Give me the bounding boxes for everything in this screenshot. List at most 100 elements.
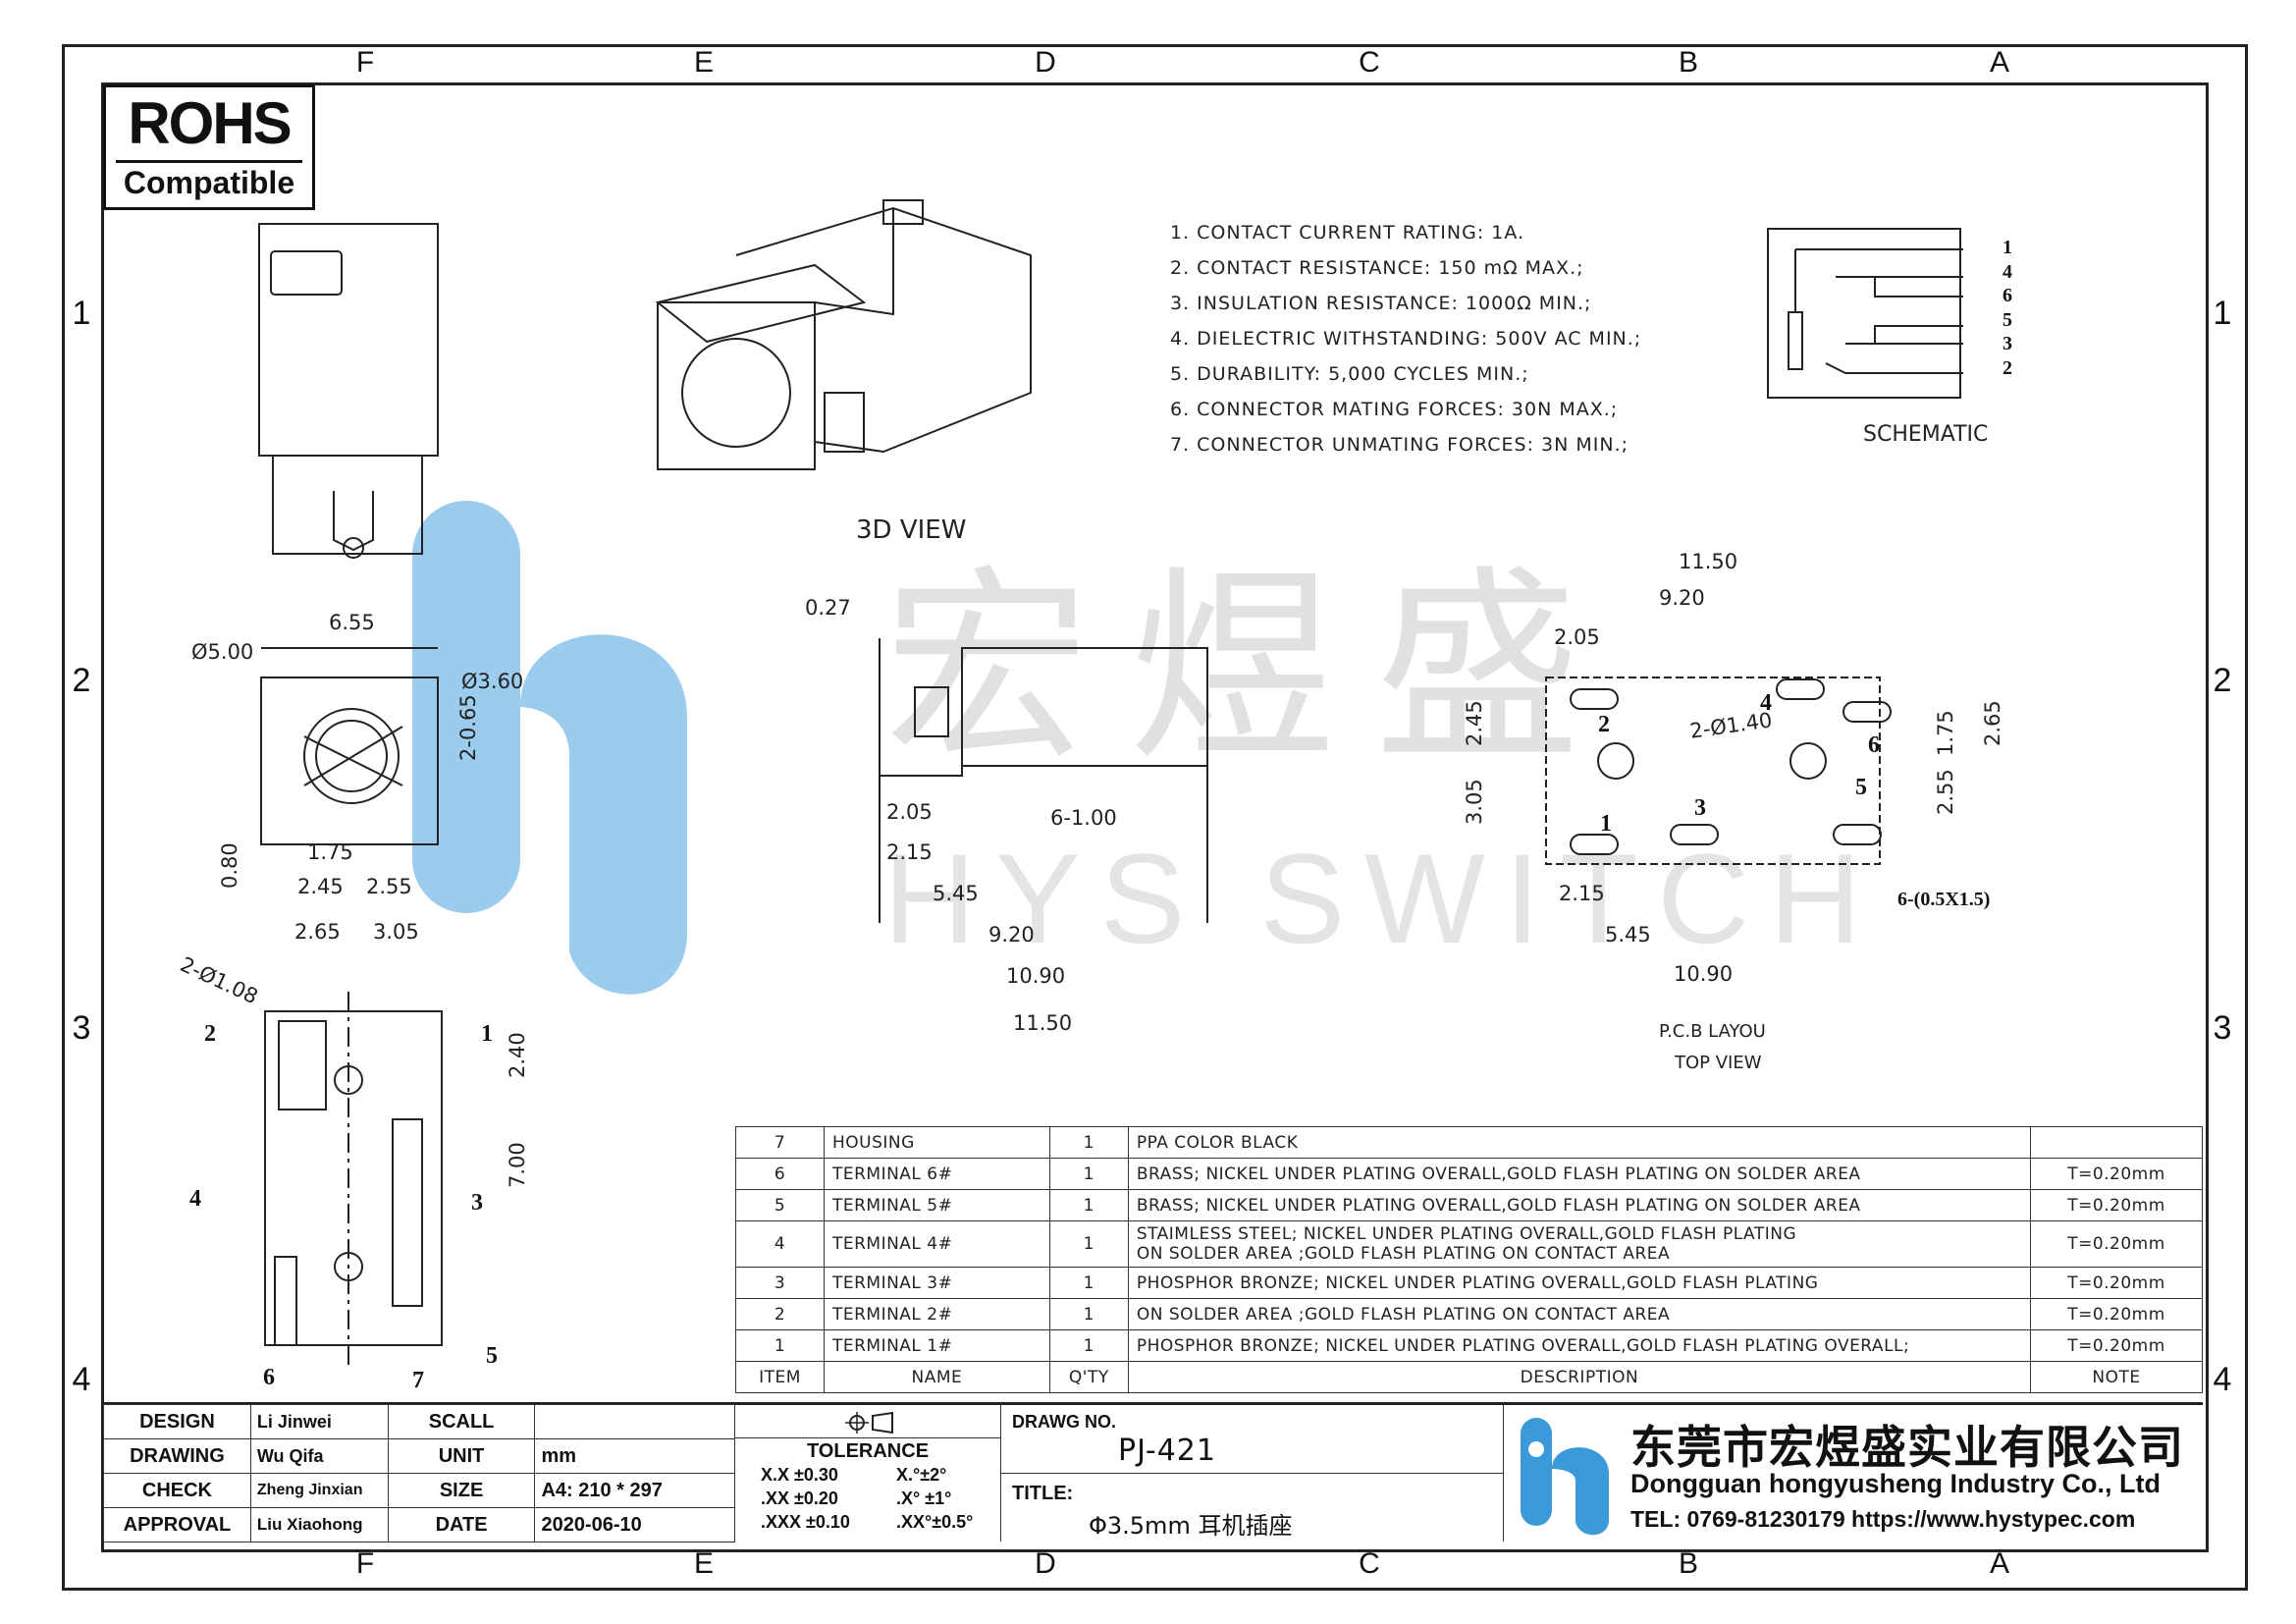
zone-bottom-d: D bbox=[1035, 1547, 1056, 1580]
bottom-pin-label: 7 bbox=[412, 1368, 424, 1393]
bom-item: 6 bbox=[735, 1158, 825, 1190]
bom-qty: 1 bbox=[1048, 1329, 1129, 1362]
tolerance-value: X.X ±0.30 bbox=[761, 1465, 838, 1485]
bom-item: 7 bbox=[735, 1126, 825, 1159]
zone-bottom-e: E bbox=[693, 1547, 714, 1580]
dim-front-d3: 2-0.65 bbox=[456, 694, 480, 761]
dim-bottom-h2: 7.00 bbox=[506, 1142, 529, 1188]
titleblock-divider bbox=[101, 1402, 2203, 1405]
bom-header-qty: Q'TY bbox=[1048, 1361, 1129, 1393]
spec-item: 1. CONTACT CURRENT RATING: 1A. bbox=[1170, 222, 1525, 244]
dim-side-c: 6-1.00 bbox=[1050, 806, 1117, 830]
bom-qty: 1 bbox=[1048, 1189, 1129, 1221]
schematic-diagram bbox=[1767, 228, 1963, 399]
spec-item: 2. CONTACT RESISTANCE: 150 mΩ MAX.; bbox=[1170, 257, 1584, 279]
bom-desc: PHOSPHOR BRONZE; NICKEL UNDER PLATING OV… bbox=[1127, 1329, 2032, 1362]
rohs-badge: ROHS Compatible bbox=[103, 84, 315, 210]
dim-front-d2: Ø3.60 bbox=[461, 670, 524, 693]
tolerance-value: .XX ±0.20 bbox=[761, 1489, 838, 1508]
tolerance-value: .XX°±0.5° bbox=[896, 1512, 974, 1532]
tb-label: DESIGN bbox=[103, 1404, 251, 1439]
dim-side-g: 11.50 bbox=[1013, 1011, 1073, 1035]
bom-header-row: ITEM NAME Q'TY DESCRIPTION NOTE bbox=[735, 1361, 2203, 1393]
zone-right-4: 4 bbox=[2213, 1361, 2232, 1398]
tb-value: A4: 210 * 297 bbox=[534, 1473, 735, 1508]
dim-pcb-g: 1.75 bbox=[1934, 710, 1957, 756]
company-name-cn: 东莞市宏煜盛实业有限公司 bbox=[1630, 1421, 2184, 1474]
bottom-pin-label: 3 bbox=[471, 1190, 483, 1216]
dim-pcb-i: 2.55 bbox=[1934, 769, 1957, 815]
tb-person: Liu Xiaohong bbox=[249, 1507, 389, 1543]
tb-key: DATE bbox=[387, 1507, 536, 1543]
schematic-pin-label: 1 bbox=[2002, 237, 2012, 258]
bom-item: 4 bbox=[735, 1220, 825, 1268]
zone-bottom-f: F bbox=[355, 1547, 375, 1580]
top-view-label: TOP VIEW bbox=[1675, 1053, 1762, 1073]
tb-value: mm bbox=[534, 1438, 735, 1474]
zone-left-1: 1 bbox=[72, 295, 91, 332]
specification-list: 1. CONTACT CURRENT RATING: 1A. 2. CONTAC… bbox=[1170, 215, 1641, 462]
tb-person: Zheng Jinxian bbox=[249, 1473, 389, 1508]
top-view-drawing bbox=[258, 223, 439, 559]
tb-value bbox=[534, 1404, 735, 1439]
side-view-drawing bbox=[879, 638, 1208, 923]
dim-pcb-b: 9.20 bbox=[1659, 586, 1705, 610]
dim-pcb-d: 2.45 bbox=[1463, 700, 1486, 746]
bom-name: TERMINAL 6# bbox=[823, 1158, 1050, 1190]
drawing-title: Φ3.5mm 耳机插座 bbox=[1089, 1512, 1293, 1540]
bom-row: 5 TERMINAL 5# 1 BRASS; NICKEL UNDER PLAT… bbox=[735, 1189, 2203, 1221]
tolerance-linear: X.X ±0.30 .XX ±0.20 .XXX ±0.10 bbox=[761, 1463, 850, 1534]
zone-top-a: A bbox=[1989, 46, 2009, 79]
zone-bottom-b: B bbox=[1678, 1547, 1698, 1580]
dim-pcb-e: 3.05 bbox=[1463, 779, 1486, 825]
bom-header-item: ITEM bbox=[735, 1361, 825, 1393]
3d-view-label: 3D VIEW bbox=[856, 515, 967, 545]
spec-item: 3. INSULATION RESISTANCE: 1000Ω MIN.; bbox=[1170, 293, 1592, 314]
bom-note bbox=[2030, 1126, 2203, 1159]
pcb-layout-drawing bbox=[1545, 677, 1892, 865]
pcb-pad-label: 3 bbox=[1694, 795, 1706, 821]
bottom-pin-label: 5 bbox=[486, 1343, 498, 1369]
tb-label: APPROVAL bbox=[103, 1507, 251, 1543]
dim-front-h1: 0.80 bbox=[218, 842, 241, 889]
title-label: TITLE: bbox=[1012, 1483, 1074, 1504]
bom-name: TERMINAL 5# bbox=[823, 1189, 1050, 1221]
dim-pcb-k: 5.45 bbox=[1605, 923, 1651, 947]
bom-item: 1 bbox=[735, 1329, 825, 1362]
dim-side-b: 2.15 bbox=[886, 840, 933, 864]
schematic-pin-label: 3 bbox=[2002, 333, 2012, 354]
company-block: 东莞市宏煜盛实业有限公司 Dongguan hongyusheng Indust… bbox=[1503, 1404, 2203, 1542]
bom-header-note: NOTE bbox=[2030, 1361, 2203, 1393]
tolerance-angular: X.°±2° .X° ±1° .XX°±0.5° bbox=[896, 1463, 973, 1534]
bom-name: TERMINAL 1# bbox=[823, 1329, 1050, 1362]
bom-qty: 1 bbox=[1048, 1267, 1129, 1299]
bom-item: 3 bbox=[735, 1267, 825, 1299]
bom-qty: 1 bbox=[1048, 1298, 1129, 1330]
zone-top-d: D bbox=[1035, 46, 1056, 79]
outer-frame bbox=[62, 44, 2248, 1591]
zone-right-1: 1 bbox=[2213, 295, 2232, 332]
schematic-pin-label: 4 bbox=[2002, 260, 2012, 283]
watermark-logo-icon bbox=[412, 501, 687, 995]
bom-desc: STAIMLESS STEEL; NICKEL UNDER PLATING OV… bbox=[1127, 1220, 2032, 1268]
dim-front-width: 6.55 bbox=[329, 611, 375, 634]
dim-front-w3: 2.55 bbox=[366, 875, 412, 898]
tolerance-value: .X° ±1° bbox=[896, 1489, 952, 1508]
bom-desc: BRASS; NICKEL UNDER PLATING OVERALL,GOLD… bbox=[1127, 1158, 2032, 1190]
3d-view-drawing bbox=[655, 199, 1032, 470]
bom-row: 7 HOUSING 1 PPA COLOR BLACK bbox=[735, 1126, 2203, 1159]
zone-right-2: 2 bbox=[2213, 662, 2232, 699]
bom-desc: ON SOLDER AREA ;GOLD FLASH PLATING ON CO… bbox=[1127, 1298, 2032, 1330]
drawing-info-block: DRAWG NO. PJ-421 TITLE: Φ3.5mm 耳机插座 bbox=[1000, 1404, 1504, 1542]
zone-bottom-a: A bbox=[1989, 1547, 2009, 1580]
bom-name: HOUSING bbox=[823, 1126, 1050, 1159]
pcb-pad-label: 6 bbox=[1868, 732, 1880, 758]
dim-side-f: 10.90 bbox=[1006, 964, 1066, 988]
dim-side-t: 0.27 bbox=[805, 596, 851, 620]
dim-side-e: 9.20 bbox=[988, 923, 1035, 947]
spec-item: 4. DIELECTRIC WITHSTANDING: 500V AC MIN.… bbox=[1170, 328, 1642, 350]
bom-note: T=0.20mm bbox=[2030, 1158, 2203, 1190]
pcb-pad-label: 2 bbox=[1598, 712, 1610, 737]
bom-row: 2 TERMINAL 2# 1 ON SOLDER AREA ;GOLD FLA… bbox=[735, 1298, 2203, 1330]
tb-label: CHECK bbox=[103, 1473, 251, 1508]
